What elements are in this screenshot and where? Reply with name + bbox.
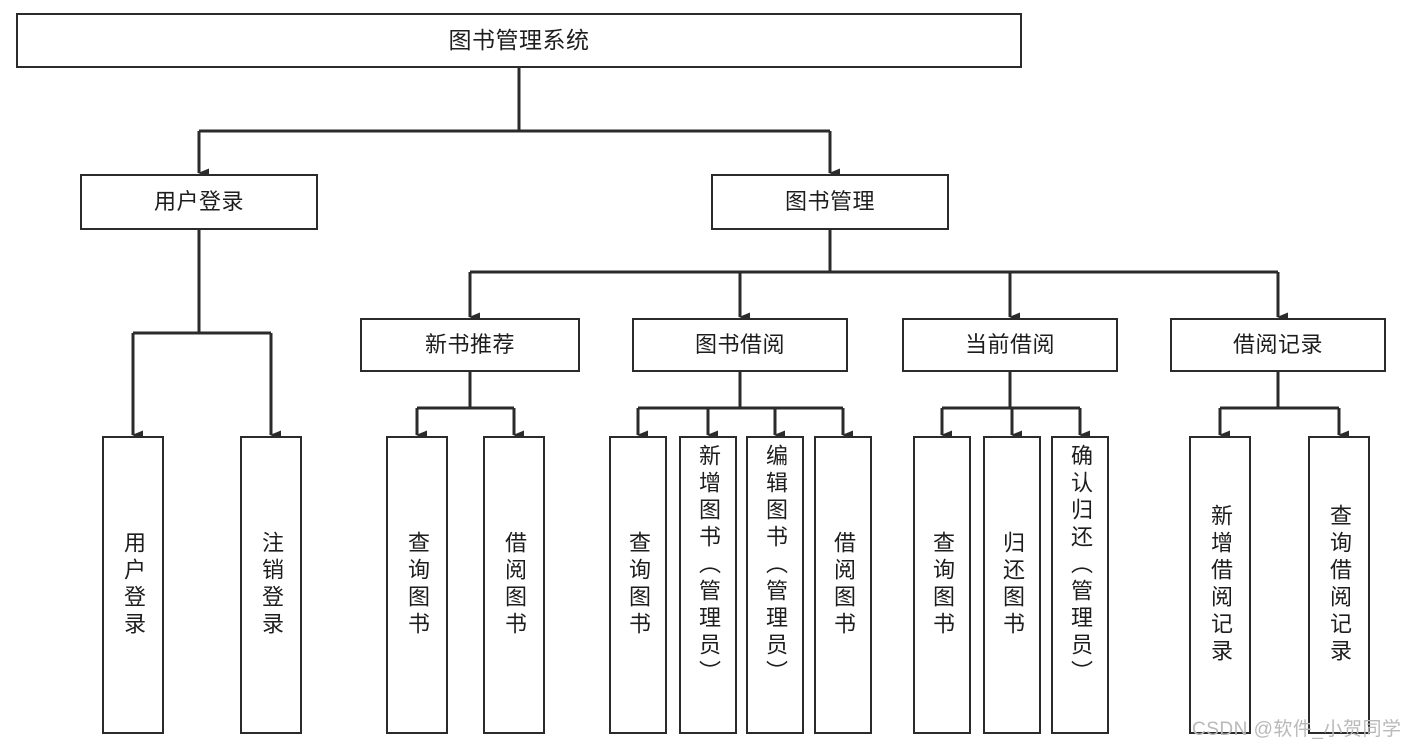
node-leaf-query-book-b[interactable]: 查询图书 [609, 436, 667, 734]
node-leaf-add-record[interactable]: 新增借阅记录 [1189, 436, 1251, 734]
node-leaf-add-book[interactable]: 新增图书（管理员） [679, 436, 737, 734]
node-book-borrow-label: 图书借阅 [694, 332, 785, 358]
node-current-borrow[interactable]: 当前借阅 [902, 318, 1118, 372]
node-leaf-logout-label: 注销登录 [259, 531, 284, 639]
node-current-borrow-label: 当前借阅 [964, 332, 1055, 358]
node-leaf-query-book-rec-label: 查询图书 [405, 531, 430, 639]
node-leaf-borrow-book-b-label: 借阅图书 [831, 531, 856, 639]
node-new-book-rec-label: 新书推荐 [424, 332, 515, 358]
node-leaf-query-record[interactable]: 查询借阅记录 [1308, 436, 1370, 734]
node-borrow-record-label: 借阅记录 [1232, 332, 1323, 358]
node-user-login[interactable]: 用户登录 [80, 174, 318, 230]
node-leaf-query-book-rec[interactable]: 查询图书 [386, 436, 448, 734]
node-leaf-add-record-label: 新增借阅记录 [1208, 504, 1233, 666]
node-leaf-confirm-return[interactable]: 确认归还（管理员） [1051, 436, 1109, 734]
node-leaf-borrow-book-rec-label: 借阅图书 [502, 531, 527, 639]
node-leaf-logout[interactable]: 注销登录 [240, 436, 302, 734]
node-leaf-user-login-label: 用户登录 [121, 531, 146, 639]
node-root[interactable]: 图书管理系统 [16, 13, 1022, 68]
node-new-book-rec[interactable]: 新书推荐 [360, 318, 580, 372]
node-book-borrow[interactable]: 图书借阅 [632, 318, 848, 372]
node-leaf-edit-book-label: 编辑图书（管理员） [763, 444, 788, 687]
node-leaf-return-book[interactable]: 归还图书 [983, 436, 1041, 734]
node-leaf-query-book-b-label: 查询图书 [626, 531, 651, 639]
node-leaf-query-book-c-label: 查询图书 [930, 531, 955, 639]
node-leaf-query-record-label: 查询借阅记录 [1327, 504, 1352, 666]
node-leaf-query-book-c[interactable]: 查询图书 [913, 436, 971, 734]
csdn-watermark: CSDN @软件_小贺同学 [1192, 719, 1402, 740]
node-user-login-label: 用户登录 [153, 189, 244, 215]
node-leaf-confirm-return-label: 确认归还（管理员） [1068, 444, 1093, 687]
node-leaf-add-book-label: 新增图书（管理员） [696, 444, 721, 687]
node-book-manage-label: 图书管理 [784, 189, 875, 215]
node-leaf-borrow-book-b[interactable]: 借阅图书 [814, 436, 872, 734]
node-leaf-edit-book[interactable]: 编辑图书（管理员） [746, 436, 804, 734]
node-book-manage[interactable]: 图书管理 [711, 174, 949, 230]
node-leaf-user-login[interactable]: 用户登录 [102, 436, 164, 734]
node-root-label: 图书管理系统 [448, 27, 590, 54]
node-borrow-record[interactable]: 借阅记录 [1170, 318, 1386, 372]
node-leaf-return-book-label: 归还图书 [1000, 531, 1025, 639]
node-leaf-borrow-book-rec[interactable]: 借阅图书 [483, 436, 545, 734]
